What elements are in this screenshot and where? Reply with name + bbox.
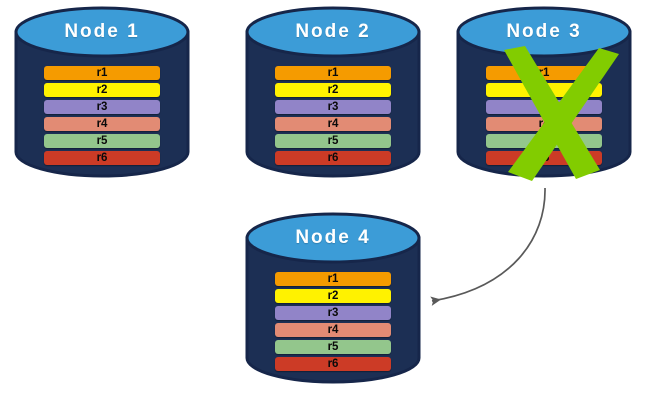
record-bar-r3[interactable]: r3: [275, 306, 391, 320]
record-bar-r3[interactable]: r3: [275, 100, 391, 114]
record-bar-r1[interactable]: r1: [275, 66, 391, 80]
record-bar-r6[interactable]: r6: [275, 357, 391, 371]
record-bar-r4[interactable]: r4: [486, 117, 602, 131]
record-bar-r1[interactable]: r1: [44, 66, 160, 80]
record-bar-r3[interactable]: r3: [486, 100, 602, 114]
record-bar-r6[interactable]: r6: [486, 151, 602, 165]
cylinder-top-disc: [14, 6, 190, 58]
cylinder-top-disc: [456, 6, 632, 58]
record-bar-r4[interactable]: r4: [275, 323, 391, 337]
record-bar-r4[interactable]: r4: [44, 117, 160, 131]
record-bar-r2[interactable]: r2: [44, 83, 160, 97]
record-bar-r5[interactable]: r5: [275, 134, 391, 148]
record-bar-r6[interactable]: r6: [44, 151, 160, 165]
record-bar-r2[interactable]: r2: [275, 83, 391, 97]
record-bar-r5[interactable]: r5: [275, 340, 391, 354]
record-bar-r3[interactable]: r3: [44, 100, 160, 114]
record-bar-r2[interactable]: r2: [275, 289, 391, 303]
record-bar-r4[interactable]: r4: [275, 117, 391, 131]
record-bar-r2[interactable]: r2: [486, 83, 602, 97]
cylinder-top-disc: [245, 212, 421, 264]
record-bar-r1[interactable]: r1: [275, 272, 391, 286]
record-bar-r5[interactable]: r5: [486, 134, 602, 148]
record-bar-r5[interactable]: r5: [44, 134, 160, 148]
record-bar-r1[interactable]: r1: [486, 66, 602, 80]
record-bar-r6[interactable]: r6: [275, 151, 391, 165]
cylinder-top-disc: [245, 6, 421, 58]
